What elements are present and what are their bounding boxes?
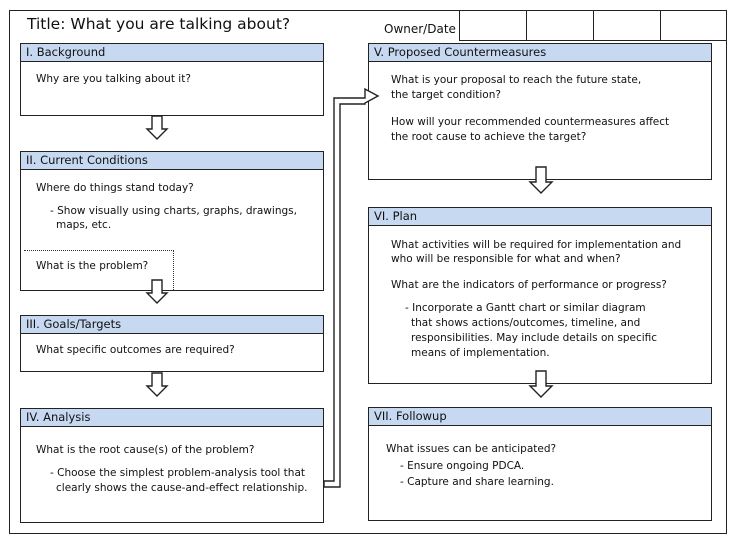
dotted-divider	[24, 250, 174, 290]
down-arrow-icon	[528, 166, 554, 194]
prompt-text: who will be responsible for what and whe…	[391, 253, 621, 265]
prompt-text: the target condition?	[391, 89, 501, 101]
bullet-text: - Choose the simplest problem-analysis t…	[50, 467, 306, 479]
prompt-text: Why are you talking about it?	[36, 73, 191, 85]
owner-date-cell[interactable]	[527, 11, 594, 40]
section-header: II. Current Conditions	[21, 152, 323, 170]
bullet-text: - Ensure ongoing PDCA.	[400, 460, 525, 472]
section-goals-targets: III. Goals/Targets What specific outcome…	[20, 315, 324, 372]
prompt-text: Where do things stand today?	[36, 182, 194, 194]
section-followup: VII. Followup What issues can be anticip…	[368, 407, 712, 521]
down-arrow-icon	[145, 372, 169, 397]
section-header: III. Goals/Targets	[21, 316, 323, 334]
bullet-text: responsibilities. May include details on…	[411, 332, 658, 344]
down-arrow-icon	[528, 370, 554, 398]
a3-frame	[9, 10, 727, 534]
section-header: VII. Followup	[369, 408, 711, 426]
section-analysis: IV. Analysis What is the root cause(s) o…	[20, 408, 324, 523]
owner-date-cell[interactable]	[594, 11, 661, 40]
prompt-text: What is the root cause(s) of the problem…	[36, 444, 255, 456]
prompt-text: What activities will be required for imp…	[391, 239, 682, 251]
prompt-text: the root cause to achieve the target?	[391, 131, 587, 143]
owner-date-cell[interactable]	[460, 11, 527, 40]
bullet-text: clearly shows the cause-and-effect relat…	[56, 482, 308, 494]
prompt-text: What is the problem?	[36, 260, 149, 272]
bullet-text: that shows actions/outcomes, timeline, a…	[411, 317, 641, 329]
section-background: I. Background Why are you talking about …	[20, 43, 324, 116]
section-header: VI. Plan	[369, 208, 711, 226]
section-current-conditions: II. Current Conditions Where do things s…	[20, 151, 324, 291]
prompt-text: What issues can be anticipated?	[386, 443, 557, 455]
bullet-text: - Capture and share learning.	[400, 476, 554, 488]
section-plan: VI. Plan What activities will be require…	[368, 207, 712, 384]
page-title: Title: What you are talking about?	[27, 15, 291, 33]
section-proposed-countermeasures: V. Proposed Countermeasures What is your…	[368, 43, 712, 180]
section-header: I. Background	[21, 44, 323, 62]
bullet-text: - Incorporate a Gantt chart or similar d…	[405, 302, 646, 314]
bullet-text: - Show visually using charts, graphs, dr…	[50, 205, 297, 217]
prompt-text: What is your proposal to reach the futur…	[391, 74, 642, 86]
connector-arrow-icon	[323, 87, 380, 488]
section-header: IV. Analysis	[21, 409, 323, 427]
prompt-text: What are the indicators of performance o…	[391, 279, 667, 291]
bullet-text: maps, etc.	[56, 219, 112, 231]
down-arrow-icon	[145, 279, 169, 304]
prompt-text: What specific outcomes are required?	[36, 344, 235, 356]
down-arrow-icon	[145, 115, 169, 140]
prompt-text: How will your recommended countermeasure…	[391, 116, 670, 128]
owner-date-grid	[459, 11, 727, 41]
section-header: V. Proposed Countermeasures	[369, 44, 711, 62]
bullet-text: means of implementation.	[411, 347, 550, 359]
owner-date-label: Owner/Date	[384, 22, 456, 36]
